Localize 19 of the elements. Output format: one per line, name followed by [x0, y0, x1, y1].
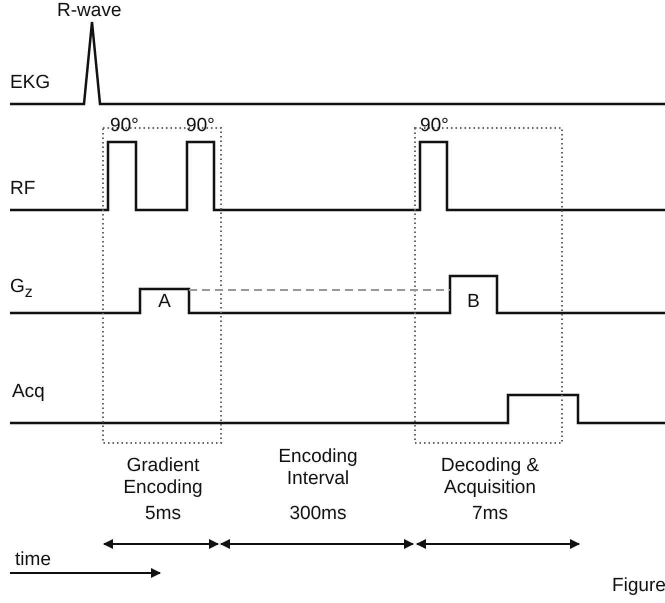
duration-label: 7ms: [471, 503, 509, 525]
caption-text: Figure: [612, 575, 665, 597]
duration-label: 300ms: [288, 503, 348, 525]
peak-label: R-wave: [57, 0, 122, 22]
phase-label: Encoding Interval: [277, 446, 359, 490]
axis-label: time: [15, 549, 51, 571]
connector-line: [189, 289, 450, 291]
gradient-pulse: B: [450, 276, 497, 313]
flip-angle-label: 90°: [420, 115, 449, 137]
flip-angle-label: 90°: [186, 115, 215, 137]
trace-label: Acq: [12, 381, 45, 403]
trace-label: EKG: [10, 72, 50, 94]
trace-label: RF: [10, 178, 36, 200]
trace-label: G$_{z}$: [10, 276, 33, 303]
phase-label: Decoding & Acquisition: [440, 455, 540, 499]
gradient-pulse: A: [140, 289, 189, 313]
duration-label: 5ms: [144, 503, 182, 525]
phase-label: Gradient Encoding: [122, 455, 204, 499]
flip-angle-label: 90°: [110, 115, 139, 137]
